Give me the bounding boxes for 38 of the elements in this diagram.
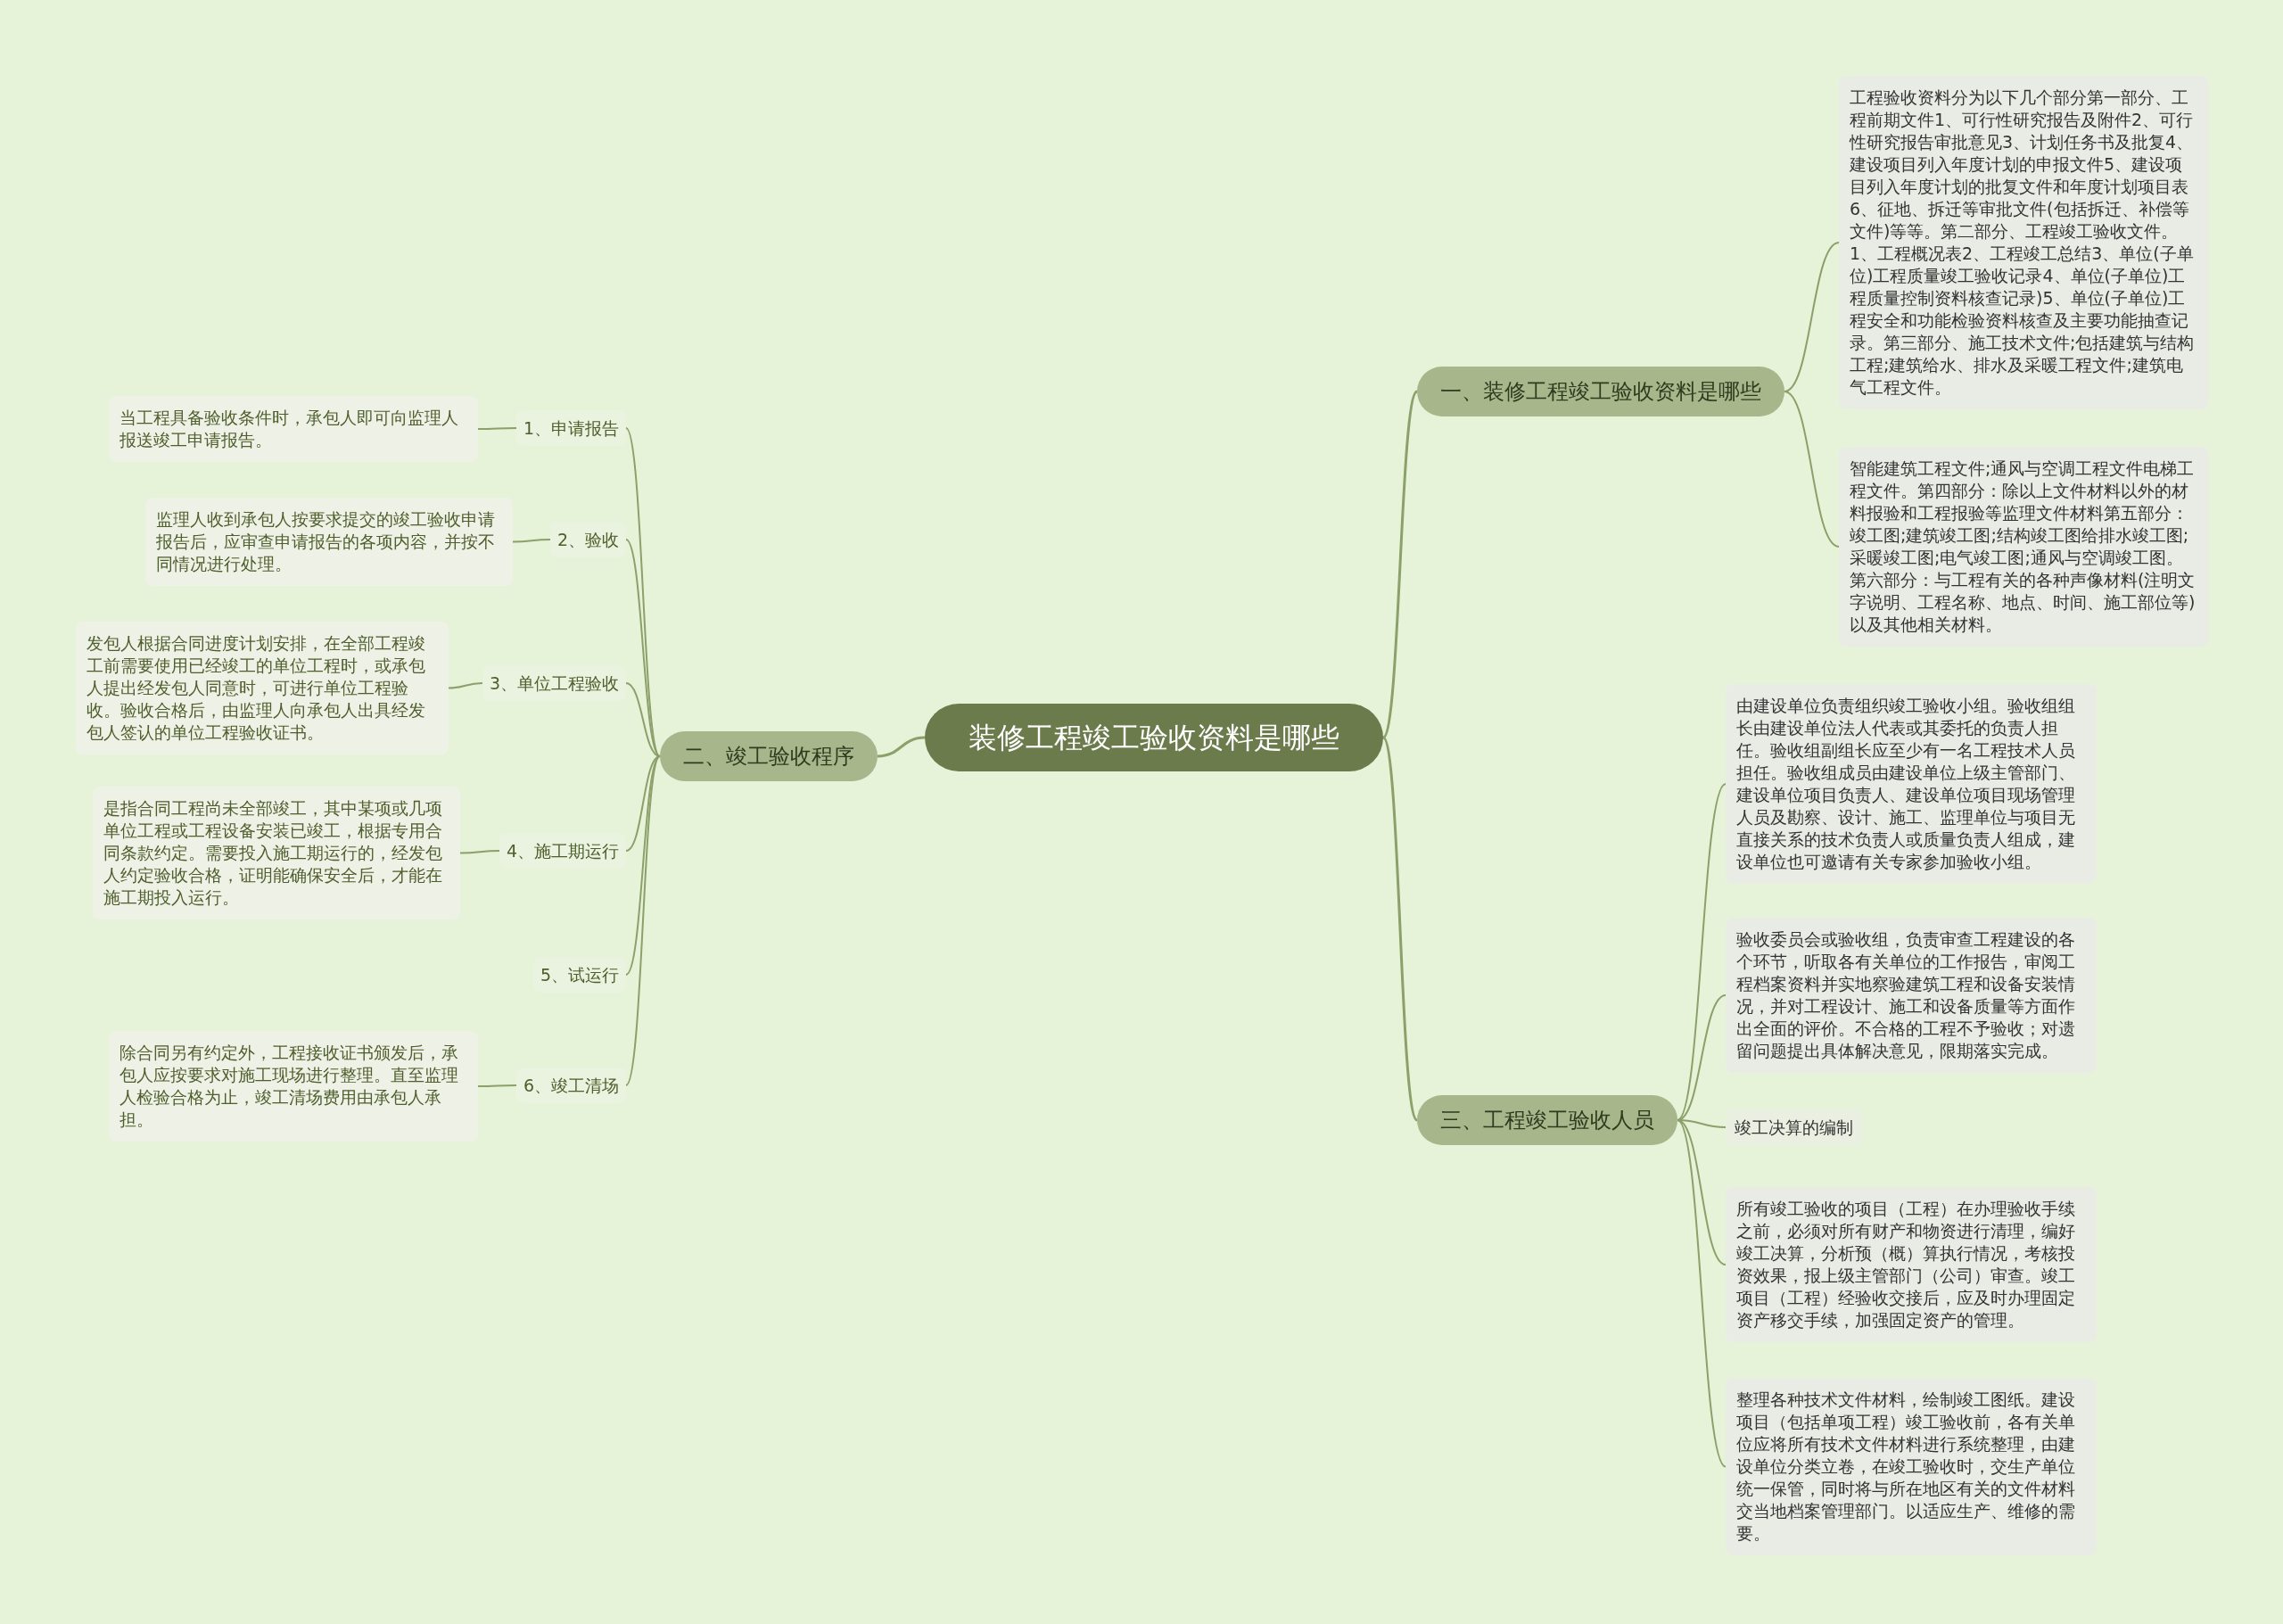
note-card: 发包人根据合同进度计划安排，在全部工程竣工前需要使用已经竣工的单位工程时，或承包人提出经发包人同意时，可进行单位工程验收。验收合格后，由监理人向承包人出具经发包人签认的单位工程验收证书。 xyxy=(76,622,449,754)
note-card: 是指合同工程尚未全部竣工，其中某项或几项单位工程或工程设备安装已竣工，根据专用合同条款约定。需要投入施工期运行的，经发包人约定验收合格，证明能确保安全后，才能在施工期投入运行。 xyxy=(93,787,460,919)
connector-line xyxy=(1381,391,1419,738)
connector-line xyxy=(1381,737,1419,1121)
connector-line xyxy=(477,427,517,430)
note-card: 当工程具备验收条件时，承包人即可向监理人报送竣工申请报告。 xyxy=(109,396,478,462)
connector-line xyxy=(1784,391,1840,548)
subtopic: 2、验收 xyxy=(549,522,626,557)
root-topic: 装修工程竣工验收资料是哪些 xyxy=(925,704,1383,771)
subtopic: 竣工决算的编制 xyxy=(1726,1109,1862,1145)
note-card: 整理各种技术文件材料，绘制竣工图纸。建设项目（包括单项工程）竣工验收前，各有关单位应将所有技术文件材料进行系统整理，由建设单位分类立卷，在竣工验收时，交生产单位统一保管，同时将与所在地区有关的文件材料交当地档案管理部门。以适应生产、维修的需要。 xyxy=(1726,1378,2097,1555)
subtopic: 1、申请报告 xyxy=(515,410,626,446)
connector-line xyxy=(1784,242,1840,392)
subtopic: 4、施工期运行 xyxy=(499,833,626,869)
connector-line xyxy=(459,850,500,854)
branch-topic: 二、竣工验收程序 xyxy=(660,731,878,781)
connector-line xyxy=(477,1084,517,1087)
note-card: 验收委员会或验收组，负责审查工程建设的各个环节，听取各有关单位的工作报告，审阅工程档案资料并实地察验建筑工程和设备安装情况，并对工程设计、施工和设备质量等方面作出全面的评价。不合格的工程不予验收；对遗留问题提出具体解决意见，限期落实完成。 xyxy=(1726,918,2097,1073)
note-card: 智能建筑工程文件;通风与空调工程文件电梯工程文件。第四部分：除以上文件材料以外的材料报验和工程报验等监理文件材料第五部分：竣工图;建筑竣工图;结构竣工图给排水竣工图;采暖竣工图;电气竣工图;通风与空调竣工图。第六部分：与工程有关的各种声像材料(注明文字说明、工程名称、地点、时间、施工部位等)以及其他相关材料。 xyxy=(1839,447,2209,647)
connector-line xyxy=(1677,994,1727,1121)
note-card: 监理人收到承包人按要求提交的竣工验收申请报告后，应审查申请报告的各项内容，并按不同情况进行处理。 xyxy=(145,498,513,586)
branch-topic: 三、工程竣工验收人员 xyxy=(1417,1095,1677,1145)
note-card: 工程验收资料分为以下几个部分第一部分、工程前期文件1、可行性研究报告及附件2、可行性研究报告审批意见3、计划任务书及批复4、建设项目列入年度计划的申报文件5、建设项目列入年度计划的批复文件和年度计划项目表6、征地、拆迁等审批文件(包括拆迁、补偿等文件)等等。第二部分、工程竣工验收文件。1、工程概况表2、工程竣工总结3、单位(子单位)工程质量竣工验收记录4、单位(子单位)工程质量控制资料核查记录)5、单位(子单位)工程安全和功能检验资料核查及主要功能抽查记录。第三部分、施工技术文件;包括建筑与结构工程;建筑给水、排水及采暖工程文件;建筑电气工程文件。 xyxy=(1839,76,2209,409)
note-card: 由建设单位负责组织竣工验收小组。验收组组长由建设单位法人代表或其委托的负责人担任。验收组副组长应至少有一名工程技术人员担任。验收组成员由建设单位上级主管部门、建设单位项目负责人、建设单位项目现场管理人员及勘察、设计、施工、监理单位与项目无直接关系的技术负责人或质量负责人组成，建设单位也可邀请有关专家参加验收小组。 xyxy=(1726,684,2097,884)
subtopic: 5、试运行 xyxy=(532,957,626,993)
connector-line xyxy=(877,736,926,758)
connector-line xyxy=(625,755,661,1086)
connector-line xyxy=(1677,1119,1727,1468)
connector-line xyxy=(625,682,661,757)
note-card: 所有竣工验收的项目（工程）在办理验收手续之前，必须对所有财产和物资进行清理，编好竣工决算，分析预（概）算执行情况，考核投资效果，报上级主管部门（公司）审查。竣工项目（工程）经验收交接后，应及时办理固定资产移交手续，加强固定资产的管理。 xyxy=(1726,1187,2097,1342)
note-card: 除合同另有约定外，工程接收证书颁发后，承包人应按要求对施工现场进行整理。直至监理人检验合格为止，竣工清场费用由承包人承担。 xyxy=(109,1031,478,1142)
subtopic: 3、单位工程验收 xyxy=(482,665,626,701)
subtopic: 6、竣工清场 xyxy=(515,1068,626,1103)
connector-line xyxy=(625,755,661,852)
connector-line xyxy=(512,539,551,543)
connector-line xyxy=(1677,783,1727,1121)
branch-topic: 一、装修工程竣工验收资料是哪些 xyxy=(1417,367,1784,416)
connector-line xyxy=(448,682,483,689)
